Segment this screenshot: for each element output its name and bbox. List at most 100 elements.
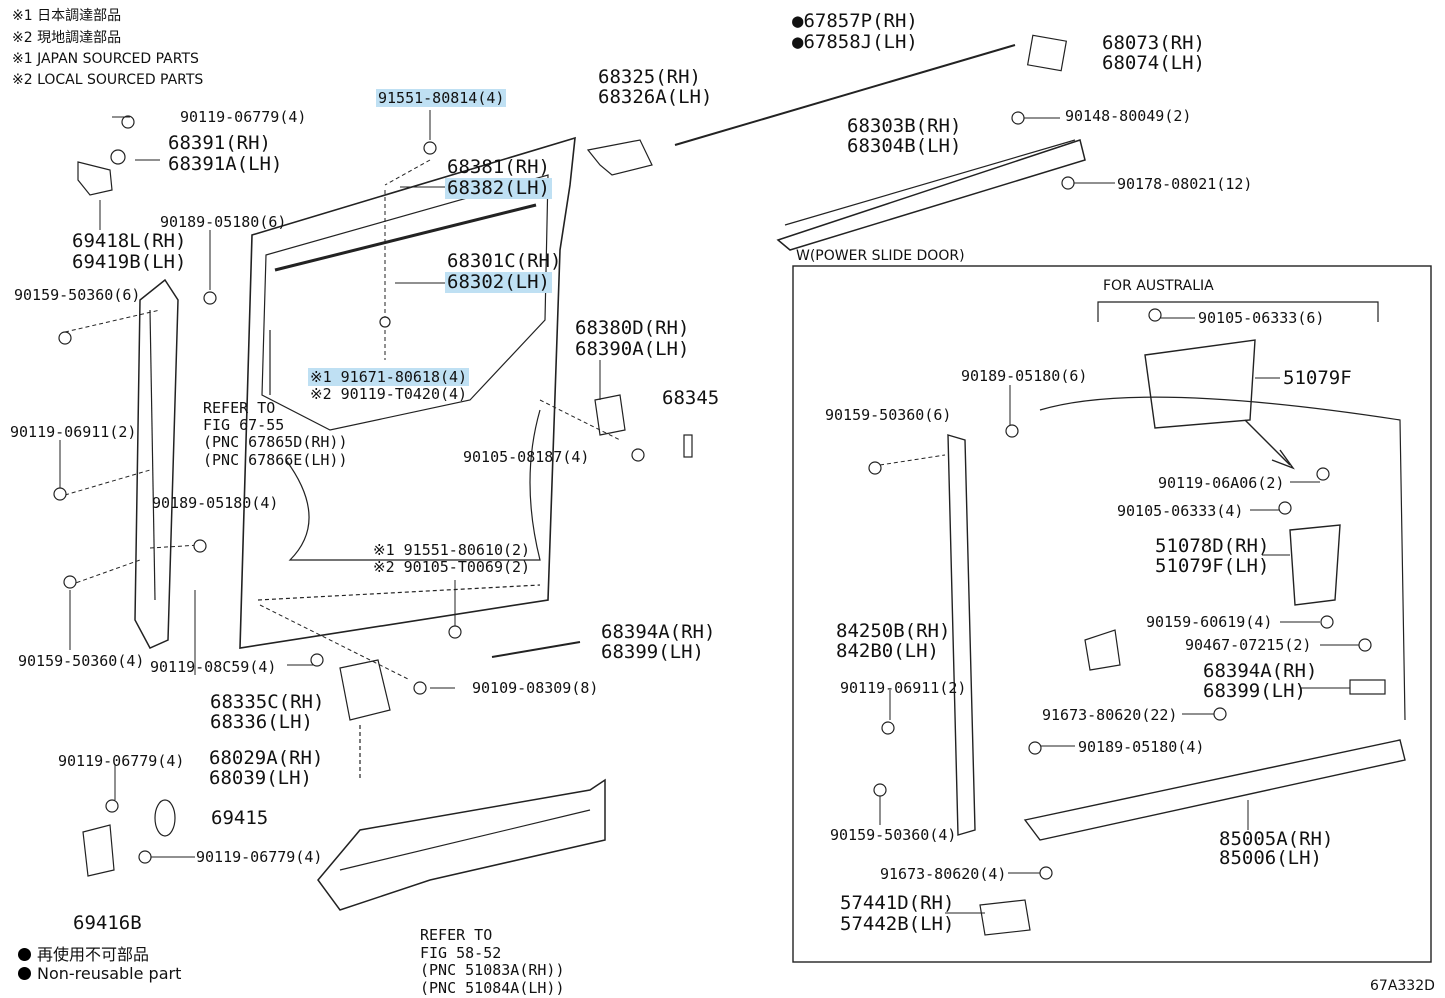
label-90148-80049[interactable]: 90148-80049(2) xyxy=(1065,107,1192,125)
label-refer-to-2: REFER TO xyxy=(420,926,493,944)
label-68335c-rh[interactable]: 68335C(RH) xyxy=(210,691,325,713)
upper-rail-68303 xyxy=(776,139,1086,251)
bullet-icon xyxy=(18,967,31,980)
label-90119-08c59[interactable]: 90119-08C59(4) xyxy=(150,658,277,676)
label-68345[interactable]: 68345 xyxy=(662,387,720,409)
label-68074-lh[interactable]: 68074(LH) xyxy=(1102,52,1205,74)
legend-non-reusable-en: Non-reusable part xyxy=(18,964,181,983)
label-90159-50360-6-box[interactable]: 90159-50360(6) xyxy=(825,406,952,424)
label-90119-06911[interactable]: 90119-06911(2) xyxy=(10,423,137,441)
label-57442b-lh[interactable]: 57442B(LH) xyxy=(840,913,955,935)
label-90189-05180-6[interactable]: 90189-05180(6) xyxy=(160,213,287,231)
label-91551-80814[interactable]: 91551-80814(4) xyxy=(376,89,507,107)
label-fig-58-52[interactable]: FIG 58-52 xyxy=(420,944,502,962)
label-842b0-lh[interactable]: 842B0(LH) xyxy=(836,640,939,662)
label-68029a-rh[interactable]: 68029A(RH) xyxy=(209,747,324,769)
label-84250b-rh[interactable]: 84250B(RH) xyxy=(836,620,951,642)
diagram-code: 67A332D xyxy=(1370,978,1435,994)
label-pnc-51083a: (PNC 51083A(RH)) xyxy=(420,961,565,979)
label-90189-05180-4-box[interactable]: 90189-05180(4) xyxy=(1078,738,1205,756)
label-90105-06333-4[interactable]: 90105-06333(4) xyxy=(1117,502,1244,520)
label-fig-67-55[interactable]: FIG 67-55 xyxy=(203,416,285,434)
power-door-panel xyxy=(947,339,1406,936)
bracket-69416b xyxy=(82,799,176,877)
note-local-sourced-en: ※2 LOCAL SOURCED PARTS xyxy=(12,72,204,88)
legend-jp-text: 再使用不可部品 xyxy=(37,945,150,964)
label-90119-t0420[interactable]: ※2 90119-T0420(4) xyxy=(310,385,468,403)
label-85005a-rh[interactable]: 85005A(RH) xyxy=(1219,828,1334,850)
power-slide-door-box xyxy=(792,265,1432,963)
label-68391a-lh[interactable]: 68391A(LH) xyxy=(168,153,283,175)
label-91551-80610[interactable]: ※1 91551-80610(2) xyxy=(373,541,531,559)
label-67857p-rh[interactable]: ●67857P(RH) xyxy=(792,10,918,32)
label-90119-06779-top[interactable]: 90119-06779(4) xyxy=(180,108,307,126)
label-68039-lh[interactable]: 68039(LH) xyxy=(209,767,312,789)
legend-non-reusable-jp: 再使用不可部品 xyxy=(18,941,149,965)
label-69418l-rh[interactable]: 69418L(RH) xyxy=(72,230,187,252)
label-67858j-lh[interactable]: ●67858J(LH) xyxy=(792,31,918,53)
label-69416b[interactable]: 69416B xyxy=(73,912,142,934)
label-90105-t0069[interactable]: ※2 90105-T0069(2) xyxy=(373,558,531,576)
label-90159-50360-4-box[interactable]: 90159-50360(4) xyxy=(830,826,957,844)
bullet-icon xyxy=(18,948,31,961)
label-90119-06779-mid[interactable]: 90119-06779(4) xyxy=(58,752,185,770)
label-90109-08309[interactable]: 90109-08309(8) xyxy=(472,679,599,697)
note-japan-sourced-jp: ※1 日本調達部品 xyxy=(12,8,122,24)
label-90119-06a06[interactable]: 90119-06A06(2) xyxy=(1158,474,1285,492)
label-68073-rh[interactable]: 68073(RH) xyxy=(1102,32,1205,54)
bolt-symbols xyxy=(53,111,1372,880)
label-51079f-lh[interactable]: 51079F(LH) xyxy=(1155,555,1270,577)
label-90189-05180-4[interactable]: 90189-05180(4) xyxy=(152,494,279,512)
label-90159-50360-6[interactable]: 90159-50360(6) xyxy=(14,286,141,304)
label-90119-06911-box[interactable]: 90119-06911(2) xyxy=(840,679,967,697)
label-68301c-rh[interactable]: 68301C(RH) xyxy=(447,250,562,272)
legend-en-text: Non-reusable part xyxy=(37,964,182,983)
note-local-sourced-jp: ※2 現地調達部品 xyxy=(12,30,122,46)
label-68380d-rh[interactable]: 68380D(RH) xyxy=(575,317,690,339)
label-68390a-lh[interactable]: 68390A(LH) xyxy=(575,338,690,360)
label-69419b-lh[interactable]: 69419B(LH) xyxy=(72,251,187,273)
label-90105-08187[interactable]: 90105-08187(4) xyxy=(463,448,590,466)
label-pnc-51084a: (PNC 51084A(LH)) xyxy=(420,979,565,997)
label-pnc-67865d: (PNC 67865D(RH)) xyxy=(203,433,348,451)
label-90178-08021[interactable]: 90178-08021(12) xyxy=(1117,175,1253,193)
label-68304b-lh[interactable]: 68304B(LH) xyxy=(847,135,962,157)
label-51079f[interactable]: 51079F xyxy=(1283,367,1352,389)
label-90189-05180-6-box[interactable]: 90189-05180(6) xyxy=(961,367,1088,385)
label-68399-lh-left[interactable]: 68399(LH) xyxy=(601,641,704,663)
label-51078d-rh[interactable]: 51078D(RH) xyxy=(1155,535,1270,557)
label-68325-rh[interactable]: 68325(RH) xyxy=(598,66,701,88)
hinge-68380 xyxy=(594,394,693,458)
label-90467-07215[interactable]: 90467-07215(2) xyxy=(1185,636,1312,654)
center-lock-68335 xyxy=(339,659,391,780)
hinge-top-left xyxy=(77,115,135,196)
label-85006-lh[interactable]: 85006(LH) xyxy=(1219,847,1322,869)
label-68391-rh[interactable]: 68391(RH) xyxy=(168,132,271,154)
label-69415[interactable]: 69415 xyxy=(211,807,269,829)
for-australia-label: FOR AUSTRALIA xyxy=(1103,278,1214,294)
label-90105-06333-6[interactable]: 90105-06333(6) xyxy=(1198,309,1325,327)
label-57441d-rh[interactable]: 57441D(RH) xyxy=(840,892,955,914)
bottom-rail-left xyxy=(317,778,606,911)
label-68394a-rh-left[interactable]: 68394A(RH) xyxy=(601,621,716,643)
label-68302-lh[interactable]: 68302(LH) xyxy=(445,271,552,293)
pillar-trim-69418 xyxy=(134,278,179,649)
label-91673-80620-22[interactable]: 91673-80620(22) xyxy=(1042,706,1178,724)
note-japan-sourced-en: ※1 JAPAN SOURCED PARTS xyxy=(12,51,199,67)
label-90159-60619[interactable]: 90159-60619(4) xyxy=(1146,613,1273,631)
label-90159-50360-4[interactable]: 90159-50360(4) xyxy=(18,652,145,670)
label-68336-lh[interactable]: 68336(LH) xyxy=(210,711,313,733)
label-68399-lh-box[interactable]: 68399(LH) xyxy=(1203,680,1306,702)
label-refer-to-1: REFER TO xyxy=(203,399,276,417)
label-90119-06779-bottom[interactable]: 90119-06779(4) xyxy=(196,848,323,866)
weatherstrip-67857 xyxy=(674,34,1068,146)
label-68382-lh[interactable]: 68382(LH) xyxy=(445,177,552,199)
label-68326a-lh[interactable]: 68326A(LH) xyxy=(598,86,713,108)
label-68303b-rh[interactable]: 68303B(RH) xyxy=(847,115,962,137)
label-91673-80620-4[interactable]: 91673-80620(4) xyxy=(880,865,1007,883)
label-68394a-rh-box[interactable]: 68394A(RH) xyxy=(1203,660,1318,682)
power-slide-door-title: W(POWER SLIDE DOOR) xyxy=(796,248,965,264)
label-68381-rh[interactable]: 68381(RH) xyxy=(447,156,550,178)
label-91671-80618[interactable]: ※1 91671-80618(4) xyxy=(308,368,470,386)
